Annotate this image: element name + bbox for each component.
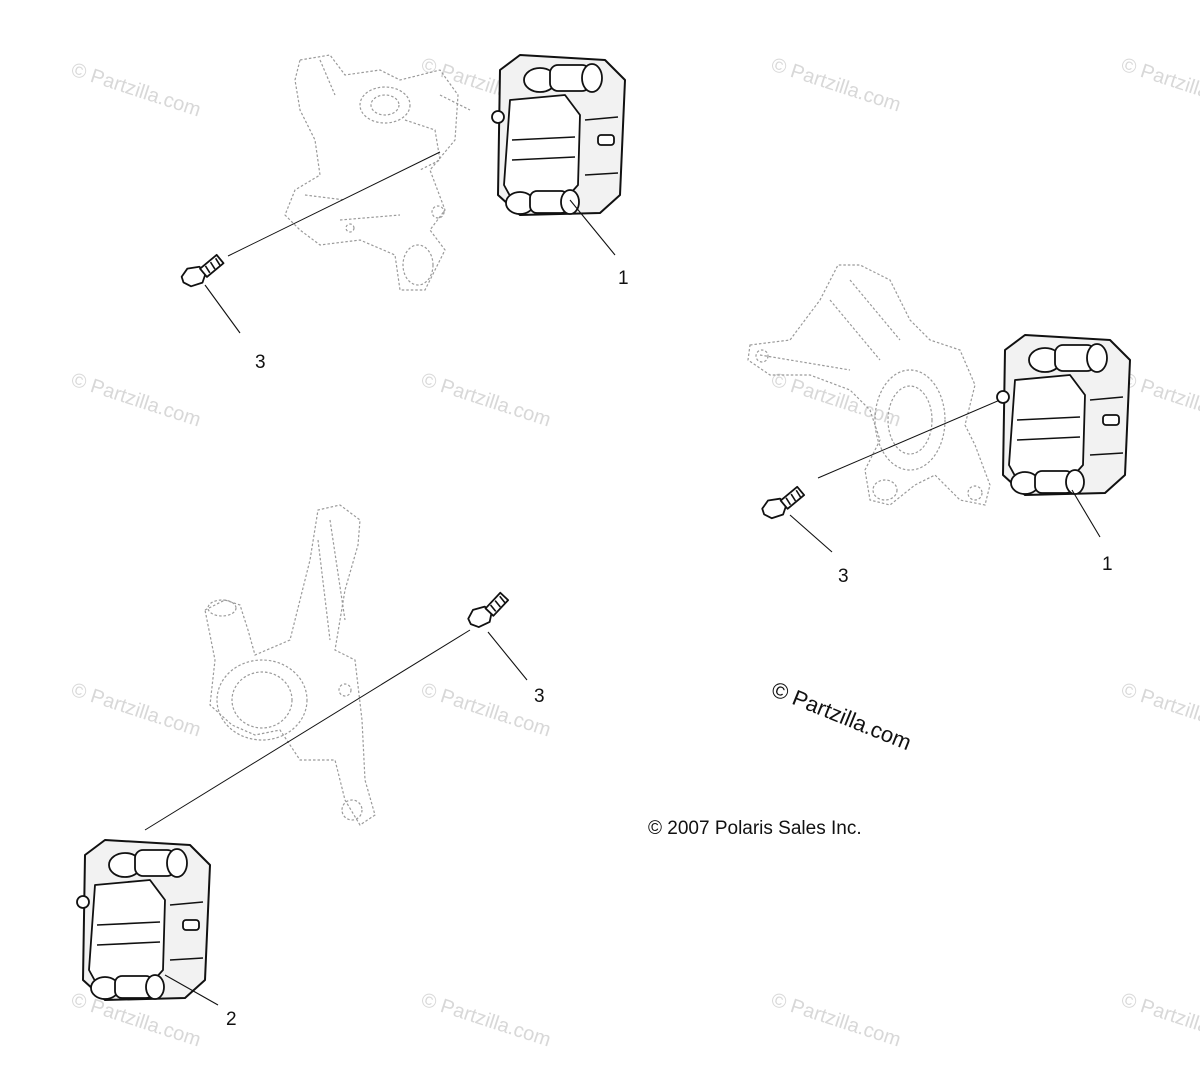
brake-caliper-top <box>491 54 626 216</box>
callout-bolt-bottom: 3 <box>534 686 545 707</box>
watermark: © Partzilla.com <box>68 59 203 122</box>
watermark: © Partzilla.com <box>418 989 553 1052</box>
watermark: © Partzilla.com <box>1118 369 1200 432</box>
steering-knuckle-ghost-bottom <box>204 504 376 826</box>
watermark: © Partzilla.com <box>1118 54 1200 117</box>
copyright-notice: © 2007 Polaris Sales Inc. <box>648 818 862 839</box>
watermark: © Partzilla.com <box>768 54 903 117</box>
alignment-line <box>227 151 441 257</box>
top-assembly: 1 3 <box>177 54 629 373</box>
leader-line <box>1071 489 1101 538</box>
partzilla-brand-mark: © Partzilla.com <box>768 676 915 755</box>
watermark: © Partzilla.com <box>1118 989 1200 1052</box>
alignment-line <box>144 629 471 831</box>
caliper-bolt-bottom <box>463 590 515 631</box>
brake-caliper-right <box>996 334 1131 496</box>
callout-bolt-top: 3 <box>255 352 266 373</box>
steering-knuckle-ghost-top <box>284 54 471 291</box>
watermark: © Partzilla.com <box>1118 679 1200 742</box>
leader-line <box>204 284 241 334</box>
brake-caliper-bottom <box>76 839 211 1001</box>
watermark: © Partzilla.com <box>768 989 903 1052</box>
callout-caliper-bottom: 2 <box>226 1009 237 1030</box>
leader-line <box>164 974 219 1006</box>
bottom-assembly: 3 2 <box>76 504 545 1030</box>
leader-line <box>789 514 833 553</box>
watermark: © Partzilla.com <box>68 369 203 432</box>
watermark: © Partzilla.com <box>418 369 553 432</box>
caliper-bolt-top <box>177 252 229 290</box>
right-assembly: 1 3 <box>747 264 1131 587</box>
callout-caliper-top: 1 <box>618 268 629 289</box>
steering-knuckle-ghost-right <box>747 264 991 506</box>
watermark: © Partzilla.com <box>768 369 903 432</box>
caliper-bolt-right <box>758 484 809 521</box>
leader-line <box>569 199 616 256</box>
callout-bolt-right: 3 <box>838 566 849 587</box>
callout-caliper-right: 1 <box>1102 554 1113 575</box>
watermark: © Partzilla.com <box>68 679 203 742</box>
watermark-layer: © Partzilla.com © Partzilla.com © Partzi… <box>68 54 1200 1052</box>
leader-line <box>487 631 528 681</box>
